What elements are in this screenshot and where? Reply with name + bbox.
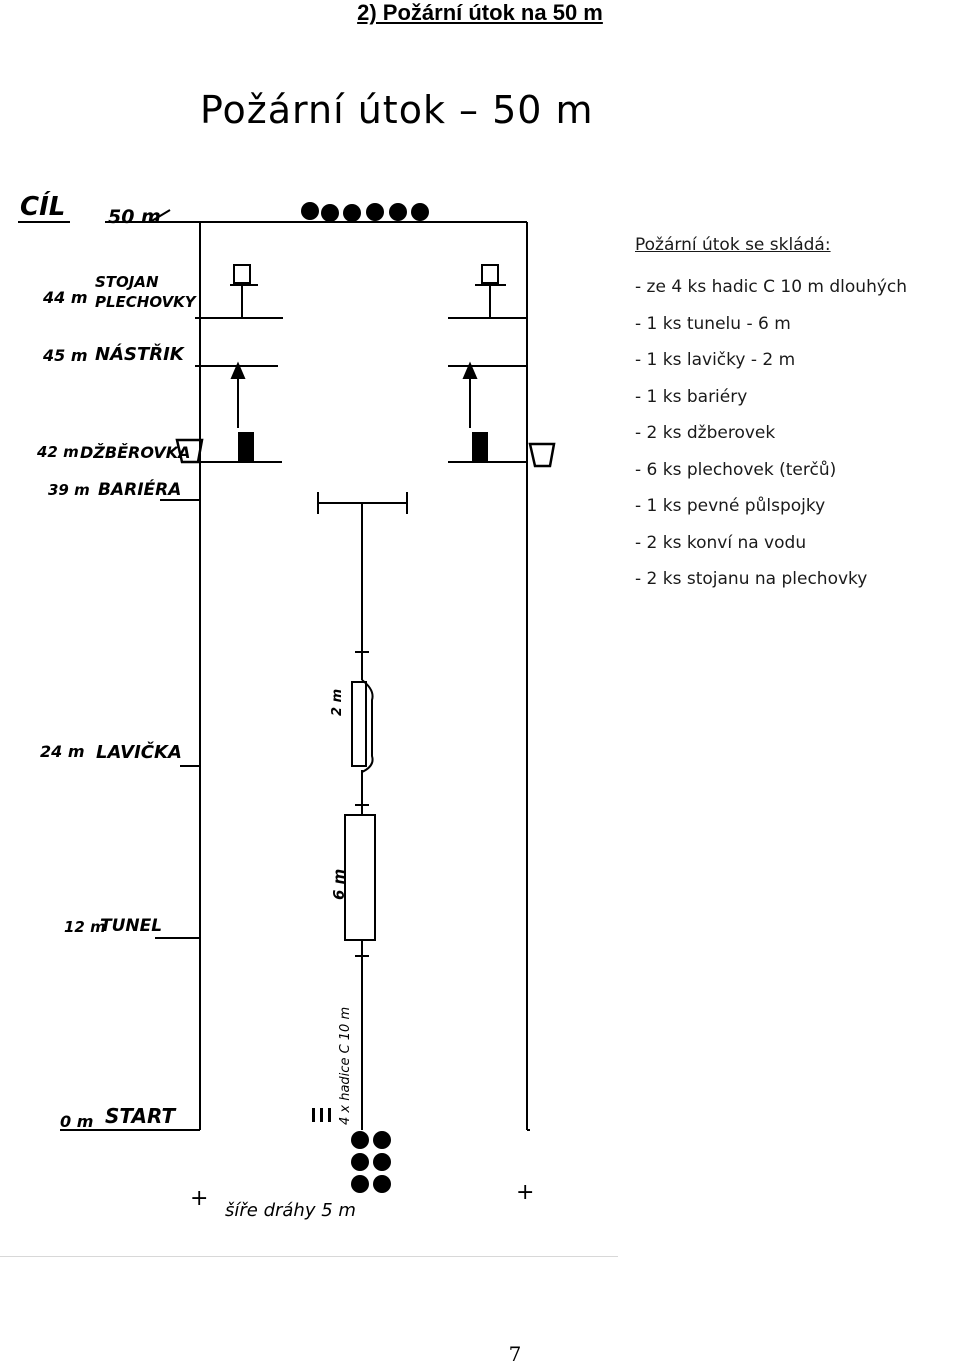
page-divider bbox=[0, 1256, 618, 1257]
marker-label-bench: LAVIČKA bbox=[96, 742, 182, 763]
bench-curve bbox=[361, 679, 374, 773]
equipment-item: - 2 ks konví na vodu bbox=[635, 532, 807, 553]
tunnel bbox=[344, 814, 376, 941]
water-can-left bbox=[238, 432, 254, 462]
width-mark-left: + bbox=[190, 1186, 209, 1211]
equipment-item: - 1 ks pevné půlspojky bbox=[635, 496, 826, 516]
tunnel-length-label: 6 m bbox=[330, 868, 348, 900]
sketch-title: Požární útok – 50 m bbox=[200, 88, 594, 132]
water-can-right bbox=[472, 432, 488, 462]
page-number: 7 bbox=[508, 1342, 522, 1366]
equipment-heading: Požární útok se skládá: bbox=[635, 235, 831, 255]
equipment-item: - 1 ks lavičky - 2 m bbox=[635, 350, 796, 370]
marker-dist-bench: 24 m bbox=[40, 742, 85, 761]
goal-label: CÍL bbox=[20, 192, 66, 222]
bench bbox=[351, 681, 367, 767]
marker-dist-spray: 45 m bbox=[43, 346, 88, 365]
equipment-item: - 2 ks stojanu na plechovky bbox=[635, 569, 868, 589]
equipment-item: - 1 ks tunelu - 6 m bbox=[635, 313, 791, 334]
marker-label-start: START bbox=[105, 1104, 176, 1128]
marker-label-spray: NÁSTŘIK bbox=[95, 344, 184, 365]
marker-dist-barrier: 39 m bbox=[48, 481, 90, 499]
bucket-left bbox=[175, 438, 204, 464]
equipment-item: - 1 ks bariéry bbox=[635, 386, 748, 407]
marker-label-bucket: DŽBĚROVKA bbox=[80, 443, 191, 462]
bench-length-label: 2 m bbox=[330, 688, 345, 716]
bucket-right bbox=[528, 442, 556, 468]
hose-label: 4 x hadice C 10 m bbox=[338, 1006, 353, 1125]
track-width-label: šíře dráhy 5 m bbox=[225, 1200, 356, 1221]
section-heading: 2) Požární útok na 50 m bbox=[357, 0, 603, 25]
marker-dist-tunnel: 12 m bbox=[64, 918, 106, 936]
marker-dist-bucket: 42 m bbox=[37, 443, 79, 461]
marker-dist-stand: 44 m bbox=[43, 288, 88, 307]
equipment-list: Požární útok se skládá: - ze 4 ks hadic … bbox=[635, 233, 907, 598]
equipment-item: - 6 ks plechovek (terčů) bbox=[635, 459, 837, 480]
equipment-item: - 2 ks džberovek bbox=[635, 423, 776, 443]
marker-label-stand: STOJAN PLECHOVKY bbox=[95, 273, 196, 311]
goal-distance: 50 m bbox=[108, 206, 161, 228]
marker-label-barrier: BARIÉRA bbox=[98, 480, 182, 500]
equipment-item: - ze 4 ks hadic C 10 m dlouhých bbox=[635, 277, 908, 297]
marker-label-tunnel: TUNEL bbox=[100, 916, 163, 936]
width-mark-right: + bbox=[516, 1180, 535, 1205]
marker-dist-start: 0 m bbox=[60, 1112, 94, 1131]
